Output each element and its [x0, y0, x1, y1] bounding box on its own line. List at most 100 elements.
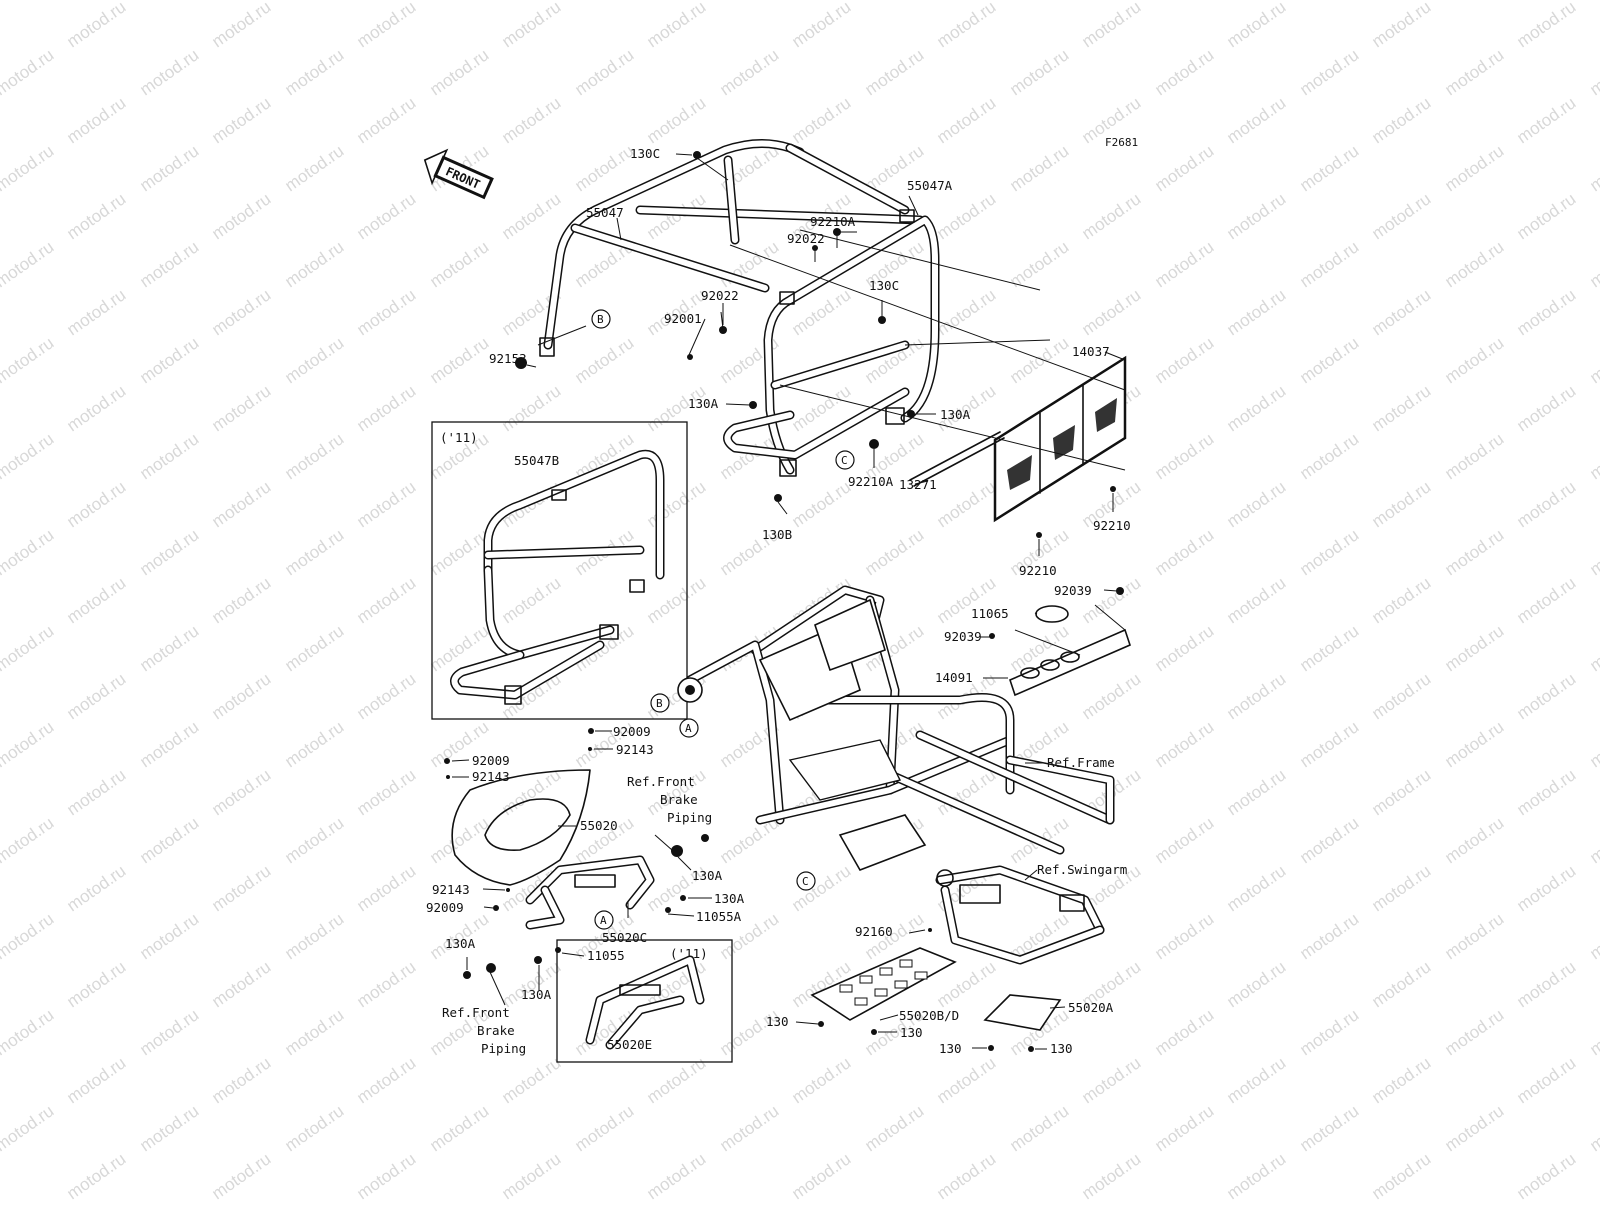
watermark-text: motod.ru: [353, 381, 419, 435]
watermark-text: motod.ru: [353, 861, 419, 915]
ref-label-line: Ref.Front: [627, 774, 695, 789]
watermark-text: motod.ru: [498, 1149, 564, 1200]
ref-circle-b-top: B: [591, 309, 611, 329]
watermark-text: motod.ru: [136, 0, 202, 3]
watermark-text: motod.ru: [353, 573, 419, 627]
watermark-text: motod.ru: [0, 429, 57, 483]
watermark-text: motod.ru: [1586, 525, 1600, 579]
watermark-text: motod.ru: [1513, 861, 1579, 915]
watermark-text: motod.ru: [208, 0, 274, 51]
watermark-text: motod.ru: [1441, 45, 1507, 99]
label-92210a-top: 92210A: [810, 214, 856, 229]
watermark-text: motod.ru: [208, 1053, 274, 1107]
watermark-text: motod.ru: [1586, 1005, 1600, 1059]
watermark-text: motod.ru: [136, 1005, 202, 1059]
watermark-text: motod.ru: [1296, 909, 1362, 963]
watermark-text: motod.ru: [1513, 765, 1579, 819]
leader-lines: [451, 153, 1126, 1050]
watermark-text: motod.ru: [498, 381, 564, 435]
ref-circle-c-frame: C: [796, 871, 816, 891]
watermark-text: motod.ru: [0, 717, 57, 771]
watermark-text: motod.ru: [1151, 237, 1217, 291]
watermark-text: motod.ru: [498, 93, 564, 147]
svg-text:A: A: [600, 914, 607, 927]
watermark-text: motod.ru: [353, 93, 419, 147]
watermark-text: motod.ru: [1223, 189, 1289, 243]
watermark-text: motod.ru: [63, 477, 129, 531]
watermark-text: motod.ru: [1151, 717, 1217, 771]
watermark-text: motod.ru: [1006, 237, 1072, 291]
watermark-text: motod.ru: [1441, 621, 1507, 675]
watermark-text: motod.ru: [1223, 0, 1289, 51]
ref-circle-a-frame: A: [679, 718, 699, 738]
rear-cage-assembly: [539, 138, 940, 477]
watermark-text: motod.ru: [716, 1101, 782, 1155]
watermark-text: motod.ru: [63, 1053, 129, 1107]
label-92009-b: 92009: [472, 753, 510, 768]
label-ref-swingarm: Ref.Swingarm: [1037, 862, 1127, 877]
watermark-text: motod.ru: [208, 285, 274, 339]
watermark-text: motod.ru: [1151, 429, 1217, 483]
watermark-text: motod.ru: [1223, 477, 1289, 531]
watermark-text: motod.ru: [1368, 93, 1434, 147]
watermark-text: motod.ru: [933, 477, 999, 531]
watermark-text: motod.ru: [1368, 381, 1434, 435]
label-92210a-bot: 92210A: [848, 474, 894, 489]
watermark-text: motod.ru: [788, 1149, 854, 1200]
watermark-text: motod.ru: [353, 765, 419, 819]
watermark-text: motod.ru: [136, 909, 202, 963]
watermark-text: motod.ru: [861, 333, 927, 387]
label-92039-top: 92039: [1054, 583, 1092, 598]
watermark-text: motod.ru: [1586, 717, 1600, 771]
watermark-text: motod.ru: [1513, 381, 1579, 435]
watermark-text: motod.ru: [1078, 0, 1144, 51]
skid-plate-55020a: [983, 994, 1062, 1031]
label-92210-bottom: 92210: [1019, 563, 1057, 578]
watermark-text: motod.ru: [1368, 765, 1434, 819]
watermark-text: motod.ru: [1586, 333, 1600, 387]
rear-screen-panel: [909, 355, 1127, 523]
watermark-text: motod.ru: [281, 333, 347, 387]
watermark-text: motod.ru: [788, 861, 854, 915]
watermark-text: motod.ru: [136, 525, 202, 579]
watermark-text: motod.ru: [788, 0, 854, 51]
ref-label-line: Piping: [481, 1041, 526, 1056]
label-55020: 55020: [580, 818, 618, 833]
watermark-text: motod.ru: [353, 285, 419, 339]
watermark-text: motod.ru: [1368, 669, 1434, 723]
watermark-text: motod.ru: [1368, 477, 1434, 531]
ref-label-line: Ref.Front: [442, 1005, 510, 1020]
watermark-text: motod.ru: [571, 0, 637, 3]
watermark-text: motod.ru: [0, 1101, 57, 1155]
watermark-text: motod.ru: [63, 285, 129, 339]
watermark-text: motod.ru: [281, 1101, 347, 1155]
watermark-text: motod.ru: [1441, 813, 1507, 867]
watermark-text: motod.ru: [63, 0, 129, 51]
watermark-text: motod.ru: [281, 0, 347, 3]
watermark-text: motod.ru: [426, 525, 492, 579]
svg-text:B: B: [656, 697, 663, 710]
watermark-text: motod.ru: [643, 477, 709, 531]
label-14037: 14037: [1072, 344, 1110, 359]
watermark-text: motod.ru: [426, 237, 492, 291]
front-bumper-cover: [451, 769, 591, 886]
label-92153: 92153: [489, 351, 527, 366]
watermark-text: motod.ru: [63, 669, 129, 723]
watermark-text: motod.ru: [63, 1149, 129, 1200]
watermark-text: motod.ru: [353, 477, 419, 531]
watermark-text: motod.ru: [1368, 861, 1434, 915]
watermark-text: motod.ru: [1368, 573, 1434, 627]
watermark-text: motod.ru: [0, 813, 57, 867]
watermark-text: motod.ru: [1223, 285, 1289, 339]
watermark-text: motod.ru: [353, 957, 419, 1011]
watermark-text: motod.ru: [1223, 957, 1289, 1011]
label-92160: 92160: [855, 924, 893, 939]
watermark-text: motod.ru: [281, 525, 347, 579]
label-130a-f: 130A: [521, 987, 552, 1002]
watermark-text: motod.ru: [1223, 573, 1289, 627]
watermark-text: motod.ru: [498, 573, 564, 627]
watermark-text: motod.ru: [1151, 333, 1217, 387]
watermark-text: motod.ru: [1296, 1005, 1362, 1059]
label-130c-top: 130C: [630, 146, 660, 161]
